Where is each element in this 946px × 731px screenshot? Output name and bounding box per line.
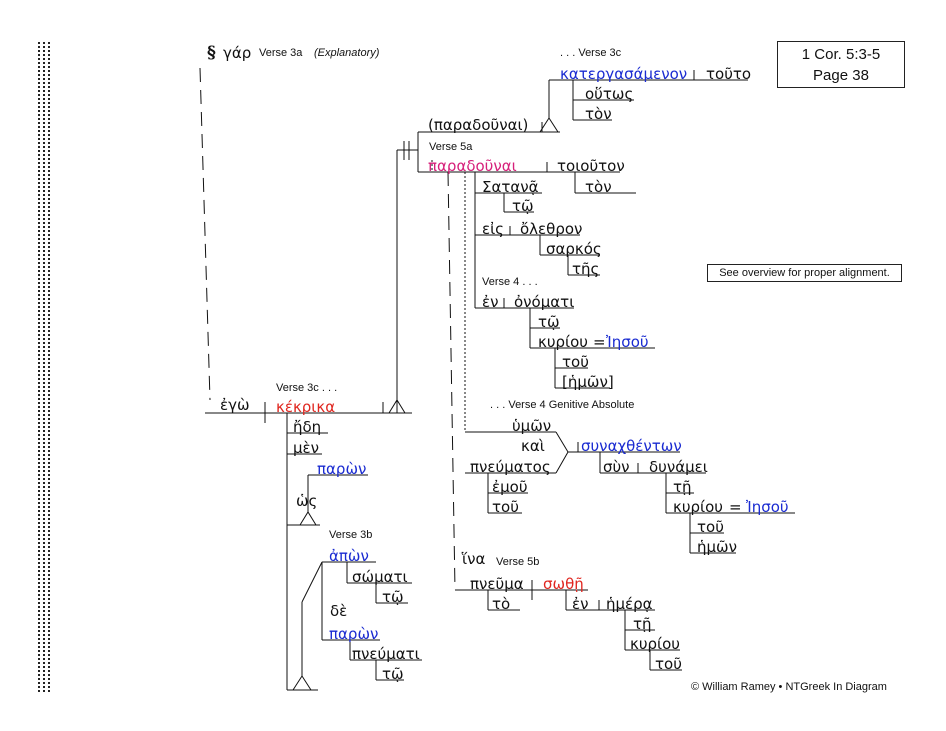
gar-connector xyxy=(199,67,211,401)
word-syn: σὺν xyxy=(603,458,630,476)
word-iesou-1: Ἰησοῦ xyxy=(606,333,649,351)
word-eis: εἰς xyxy=(482,220,504,238)
word-kai: καὶ xyxy=(521,437,545,455)
word-ego: ἐγὼ xyxy=(220,396,250,414)
word-hemon-bracket: [ἡμῶν] xyxy=(562,373,614,391)
word-to-3: τῷ xyxy=(512,197,534,215)
verse-3c-label: Verse 3c . . . xyxy=(276,382,338,394)
word-humon: ὑμῶν xyxy=(512,417,552,435)
word-sarkos: σαρκός xyxy=(546,240,602,258)
word-men: μὲν xyxy=(293,439,320,457)
word-pneumatos: πνεύματος xyxy=(470,458,551,476)
object-pedestal-foot xyxy=(388,399,406,414)
word-paradounai-paren: (παραδοῦναι) xyxy=(428,116,529,134)
word-pneumati: πνεύματι xyxy=(352,645,420,663)
word-ton-1: τὸν xyxy=(585,105,612,123)
word-houtos: οὕτως xyxy=(585,85,634,103)
verse-5b-label: Verse 5b xyxy=(496,556,540,568)
word-paradounai: παραδοῦναι xyxy=(428,157,517,175)
word-sothe: σωθῇ xyxy=(543,575,584,593)
section-mark: § xyxy=(207,43,216,63)
word-apon: ἀπὼν xyxy=(329,547,369,565)
genitive-absolute-label: . . . Verse 4 Genitive Absolute xyxy=(490,399,635,411)
word-ede: ἤδη xyxy=(293,418,322,436)
word-en-2: ἐν xyxy=(572,595,589,613)
word-paron-2: παρὼν xyxy=(329,625,379,643)
verse-3a-label: Verse 3a xyxy=(259,47,303,59)
verse-3c-cont-label: . . . Verse 3c xyxy=(560,47,622,59)
word-onomati: ὀνόματι xyxy=(514,293,575,311)
word-to-2: τῷ xyxy=(382,665,404,683)
hina-connector xyxy=(447,171,456,591)
word-hina: ἵνα xyxy=(462,550,486,568)
word-to-4: τῷ xyxy=(538,313,560,331)
verse-5a-label: Verse 5a xyxy=(429,141,473,153)
word-hos: ὡς xyxy=(296,492,318,510)
word-pneuma: πνεῦμα xyxy=(470,575,524,593)
word-equals-2: = xyxy=(729,498,742,516)
word-emou: ἐμοῦ xyxy=(492,478,528,496)
word-toiouton: τοιοῦτον xyxy=(557,157,625,175)
word-en-1: ἐν xyxy=(482,293,499,311)
gar-word: γάρ xyxy=(223,44,252,62)
word-te-1: τῇ xyxy=(673,478,692,496)
word-tes: τῆς xyxy=(572,260,600,278)
word-satana: Σατανᾷ xyxy=(482,178,539,196)
word-somati: σώματι xyxy=(352,568,408,586)
word-hemera: ἡμέρᾳ xyxy=(606,595,653,613)
word-kekrika: κέκρικα xyxy=(276,398,336,416)
word-kyriou-2: κυρίου xyxy=(673,498,723,516)
word-de: δὲ xyxy=(330,602,348,620)
word-equals-1: = xyxy=(593,333,606,351)
word-tou-1: τοῦ xyxy=(562,353,589,371)
word-kyriou-3: κυρίου xyxy=(630,635,680,653)
word-hemon: ἡμῶν xyxy=(697,538,737,556)
explanatory-label: (Explanatory) xyxy=(314,47,380,59)
word-paron: παρὼν xyxy=(317,460,367,478)
word-olethron: ὄλεθρον xyxy=(520,220,583,238)
word-kyriou-1: κυρίου xyxy=(538,333,588,351)
word-touto: τοῦτο xyxy=(706,65,752,83)
word-iesou-2: Ἰησοῦ xyxy=(746,498,789,516)
word-tou-3: τοῦ xyxy=(697,518,724,536)
verse-4-label: Verse 4 . . . xyxy=(482,276,538,288)
verse-3b-label: Verse 3b xyxy=(329,529,373,541)
left-border-chain xyxy=(38,42,50,692)
word-to-5: τὸ xyxy=(492,595,511,613)
word-tou-2: τοῦ xyxy=(492,498,519,516)
word-synachthenton: συναχθέντων xyxy=(581,437,682,455)
reference-page: Page 38 xyxy=(813,67,869,84)
word-dynamei: δυνάμει xyxy=(649,458,708,476)
word-tou-4: τοῦ xyxy=(655,655,682,673)
reference-passage: 1 Cor. 5:3-5 xyxy=(801,46,881,63)
word-to-1: τῷ xyxy=(382,588,404,606)
reference-box: 1 Cor. 5:3-5 Page 38 xyxy=(777,41,905,88)
word-katergasamenon: κατεργασάμενον xyxy=(560,65,688,83)
alignment-note: See overview for proper alignment. xyxy=(707,264,902,282)
word-ton-2: τὸν xyxy=(585,178,612,196)
word-te-2: τῇ xyxy=(633,615,652,633)
copyright-footer: © William Ramey • NTGreek In Diagram xyxy=(691,681,887,693)
